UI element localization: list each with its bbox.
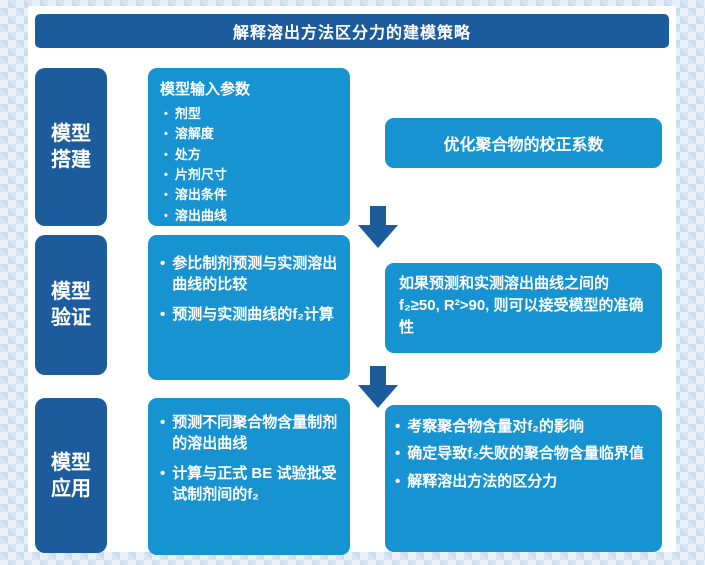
bullet-icon: • xyxy=(164,169,168,182)
bullet-icon: • xyxy=(160,414,166,431)
bullet-icon: • xyxy=(160,306,166,323)
list-item: •解释溶出方法的区分力 xyxy=(395,472,652,492)
application-middle-box: •预测不同聚合物含量制剂的溶出曲线 •计算与正式 BE 试验批受试制剂间的f₂ xyxy=(148,398,350,555)
bullet-icon: • xyxy=(164,209,168,222)
model-input-params-list: •剂型 •溶解度 •处方 •片剂尺寸 •溶出条件 •溶出曲线 xyxy=(160,104,338,226)
polymer-correction-box: 优化聚合物的校正系数 xyxy=(385,118,662,168)
bullet-icon: • xyxy=(395,472,401,490)
bullet-icon: • xyxy=(395,418,401,435)
application-right-box: •考察聚合物含量对f₂的影响 •确定导致f₂失败的聚合物含量临界值 •解释溶出方… xyxy=(385,405,662,552)
model-input-params-box: 模型输入参数 •剂型 •溶解度 •处方 •片剂尺寸 •溶出条件 •溶出曲线 xyxy=(148,68,350,226)
stage-label-text: 模型搭建 xyxy=(51,123,91,171)
application-outcome-list: •考察聚合物含量对f₂的影响 •确定导致f₂失败的聚合物含量临界值 •解释溶出方… xyxy=(395,417,652,492)
list-item: •参比制剂预测与实测溶出曲线的比较 xyxy=(160,255,338,293)
bullet-icon: • xyxy=(164,189,168,202)
bullet-icon: • xyxy=(164,148,168,161)
list-item: •预测与实测曲线的f₂计算 xyxy=(160,306,334,323)
model-input-params-header: 模型输入参数 xyxy=(160,81,251,98)
list-item: •处方 xyxy=(164,145,338,165)
list-item: •溶解度 xyxy=(164,124,338,144)
list-item: •剂型 xyxy=(164,104,338,124)
diagram-title-text: 解释溶出方法区分力的建模策略 xyxy=(232,25,471,42)
down-arrow-1 xyxy=(358,206,398,248)
diagram-title: 解释溶出方法区分力的建模策略 xyxy=(35,14,669,48)
list-item: •预测不同聚合物含量制剂的溶出曲线 xyxy=(160,414,338,452)
stage-label-text: 模型验证 xyxy=(51,281,91,329)
list-item: •确定导致f₂失败的聚合物含量临界值 xyxy=(395,444,652,464)
validation-criteria-box: 如果预测和实测溶出曲线之间的f₂≥50, R²>90, 则可以接受模型的准确性 xyxy=(385,263,662,353)
list-item: •溶出条件 xyxy=(164,185,338,205)
down-arrow-2 xyxy=(358,366,398,408)
bullet-icon: • xyxy=(395,445,401,463)
validation-middle-box: •参比制剂预测与实测溶出曲线的比较 •预测与实测曲线的f₂计算 xyxy=(148,235,350,380)
bullet-icon: • xyxy=(160,465,166,482)
down-arrow-icon xyxy=(358,206,398,248)
list-item: •考察聚合物含量对f₂的影响 xyxy=(395,417,652,437)
bullet-icon: • xyxy=(164,128,168,141)
stage-label-text: 模型应用 xyxy=(51,451,91,500)
bullet-icon: • xyxy=(164,108,168,120)
polymer-correction-text: 优化聚合物的校正系数 xyxy=(443,137,604,154)
stage-label-model-build: 模型搭建 xyxy=(35,68,107,226)
list-item: •计算与正式 BE 试验批受试制剂间的f₂ xyxy=(160,465,337,503)
stage-label-model-apply: 模型应用 xyxy=(35,398,107,553)
list-item: •片剂尺寸 xyxy=(164,165,338,185)
list-item: •溶出曲线 xyxy=(164,206,338,226)
application-list: •预测不同聚合物含量制剂的溶出曲线 •计算与正式 BE 试验批受试制剂间的f₂ xyxy=(160,412,338,505)
down-arrow-icon xyxy=(358,366,398,408)
validation-list: •参比制剂预测与实测溶出曲线的比较 •预测与实测曲线的f₂计算 xyxy=(160,253,338,325)
bullet-icon: • xyxy=(160,255,166,272)
stage-label-model-validate: 模型验证 xyxy=(35,235,107,375)
validation-criteria-text: 如果预测和实测溶出曲线之间的f₂≥50, R²>90, 则可以接受模型的准确性 xyxy=(399,275,644,336)
